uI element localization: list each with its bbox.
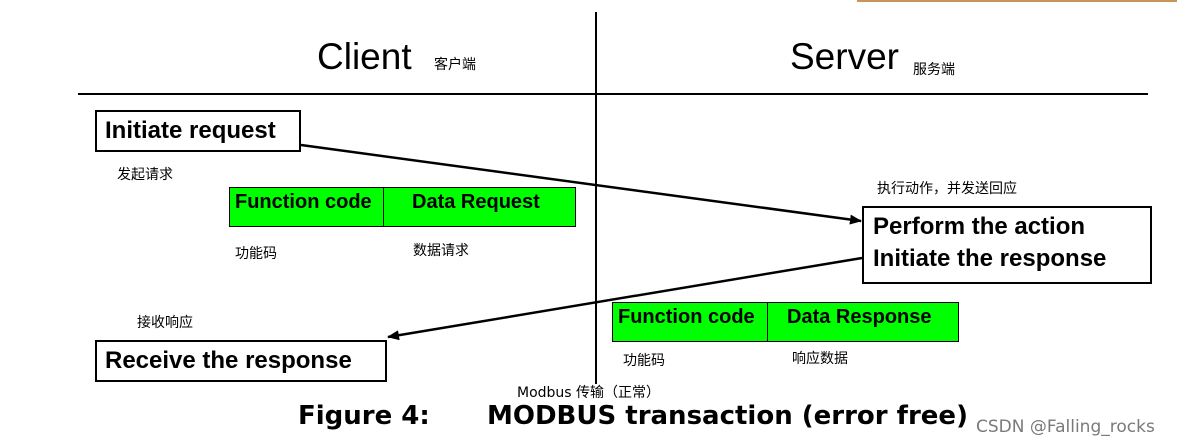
request-data-field: Data Request xyxy=(383,187,576,227)
response-arrow xyxy=(387,256,863,341)
request-arrow xyxy=(300,143,862,225)
receive-response-cn: 接收响应 xyxy=(137,315,193,331)
response-data-field: Data Response xyxy=(767,302,959,342)
client-title-cn: 客户端 xyxy=(434,57,476,73)
response-data-label: Data Response xyxy=(787,306,932,328)
perform-action-cn: 执行动作，并发送回应 xyxy=(877,181,1017,197)
server-title-cn: 服务端 xyxy=(913,62,955,78)
watermark: CSDN @Falling_rocks xyxy=(976,417,1155,437)
perform-action-box: Perform the action Initiate the response xyxy=(862,206,1152,284)
server-title: Server xyxy=(790,36,899,77)
response-data-cn: 响应数据 xyxy=(792,351,848,367)
receive-response-box: Receive the response xyxy=(95,340,387,382)
request-function-code-label: Function code xyxy=(235,191,372,213)
figure-caption: MODBUS transaction (error free) xyxy=(487,401,968,431)
transport-label: Modbus 传输（正常） xyxy=(517,385,661,401)
request-data-label: Data Request xyxy=(412,191,540,213)
receive-response-label: Receive the response xyxy=(105,347,352,374)
perform-action-line1: Perform the action xyxy=(873,213,1086,240)
initiate-request-cn: 发起请求 xyxy=(117,167,173,183)
initiate-request-label: Initiate request xyxy=(105,117,276,144)
response-function-code-field: Function code xyxy=(612,302,768,342)
divider-horizontal xyxy=(78,93,1148,95)
top-accent-bar xyxy=(857,0,1177,2)
perform-action-line2: Initiate the response xyxy=(873,245,1107,272)
client-title: Client xyxy=(317,36,412,77)
response-function-code-label: Function code xyxy=(618,306,755,328)
response-function-code-cn: 功能码 xyxy=(623,353,665,369)
initiate-request-box: Initiate request xyxy=(95,110,301,152)
divider-vertical xyxy=(595,12,597,384)
figure-number: Figure 4: xyxy=(298,401,430,431)
request-data-cn: 数据请求 xyxy=(413,243,469,259)
request-function-code-cn: 功能码 xyxy=(235,246,277,262)
